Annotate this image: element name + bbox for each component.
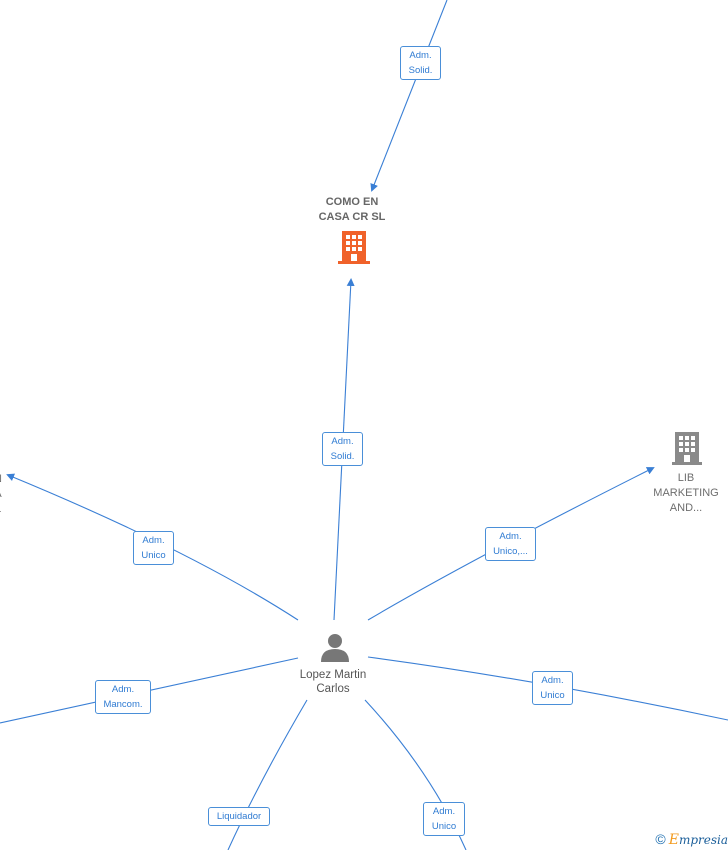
building-icon[interactable] <box>338 231 370 264</box>
edge-label-left-lower[interactable]: Adm. Mancom. <box>95 680 151 714</box>
edge-label-center[interactable]: Adm. Solid. <box>322 432 363 466</box>
empresia-watermark: ©Empresia <box>655 831 728 848</box>
copyright-icon: © <box>655 831 666 847</box>
edge-label-right-upper[interactable]: Adm. Unico,... <box>485 527 536 561</box>
company-lib-marketing-label[interactable]: LIB MARKETING AND... <box>653 472 719 514</box>
edge-label-right-lower[interactable]: Adm. Unico <box>532 671 573 705</box>
company-left-partial-label[interactable]: N A L <box>0 472 8 517</box>
edge-top-line <box>370 0 448 192</box>
edge-label-top[interactable]: Adm. Solid. <box>400 46 441 80</box>
empresia-logo-initial: E <box>668 832 679 848</box>
person-lopez-martin-carlos-label[interactable]: Lopez Martin Carlos <box>299 669 367 695</box>
edge-label-bottom-right[interactable]: Adm. Unico <box>423 802 465 836</box>
company-como-en-casa-label[interactable]: COMO EN CASA CR SL <box>318 196 386 223</box>
building-icon-lib[interactable] <box>672 432 702 465</box>
empresia-logo-text: mpresia <box>678 833 728 847</box>
person-icon[interactable] <box>321 634 349 662</box>
edge-bottom-left-line <box>227 699 308 850</box>
edge-label-bottom-left[interactable]: Liquidador <box>208 807 270 826</box>
edge-label-left-upper[interactable]: Adm. Unico <box>133 531 174 565</box>
